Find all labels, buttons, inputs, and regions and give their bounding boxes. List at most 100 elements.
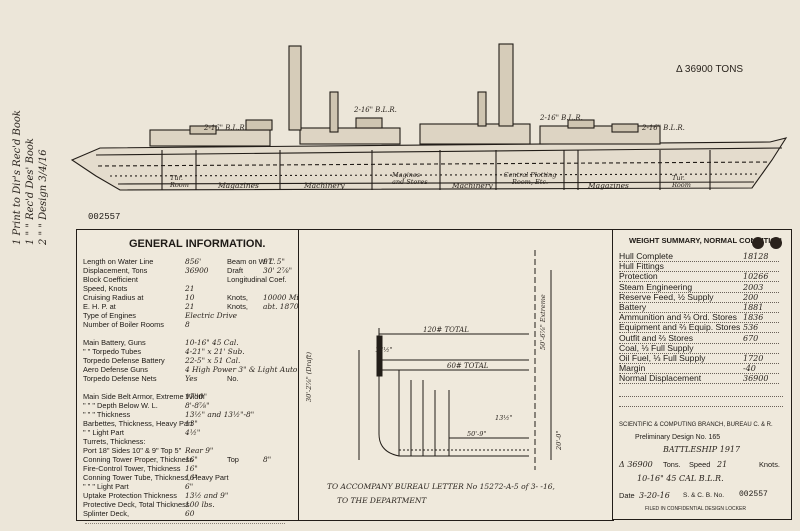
gi-label2: Beam on W. L. <box>227 257 276 266</box>
weight-summary-title: WEIGHT SUMMARY, NORMAL CONDITION <box>629 236 782 245</box>
gi-value: 16" <box>185 464 198 473</box>
title-block-tons-label: Tons. <box>663 460 681 469</box>
gi-label: Port 18" Sides 10" & 9" Top 5" <box>83 446 182 455</box>
title-block-knots-label: Knots. <box>759 460 780 469</box>
gi-label: E. H. P. at <box>83 302 116 311</box>
ws-rule <box>619 363 779 364</box>
gi-label: Torpedo Defense Nets <box>83 374 157 383</box>
dot-rule-1 <box>619 396 783 397</box>
ws-value: 1881 <box>743 303 764 312</box>
gi-value: 4-21" x 21' Sub. <box>185 347 245 356</box>
ws-rule <box>619 383 779 385</box>
gi-value: 8 <box>185 320 190 329</box>
gi-label: " " " Thickness <box>83 410 131 419</box>
gi-value: 21 <box>185 284 195 293</box>
ws-label: Outfit and ⅔ Stores <box>619 332 694 343</box>
gi-label: Fire-Control Tower, Thickness <box>83 464 181 473</box>
title-block: SCIENTIFIC & COMPUTING BRANCH, BUREAU C.… <box>612 411 792 520</box>
general-information-panel: GENERAL INFORMATION. Length on Water Lin… <box>76 229 312 524</box>
gi-label: Main Side Belt Armor, Extreme Width <box>83 392 205 401</box>
compartment-magazines-stores: Magines and Stores <box>392 171 428 186</box>
ws-label: Hull Fittings <box>619 261 664 272</box>
gi-label2: Longitudinal Coef. <box>227 275 287 284</box>
title-block-tons-value: Δ 36900 <box>619 460 653 469</box>
turret-label-1: 2-16" B.L.R. <box>204 124 247 132</box>
gi-value: Rear 9" <box>185 446 214 455</box>
section-footer-line1: TO ACCOMPANY BUREAU LETTER No 15272-A-5 … <box>327 482 555 491</box>
gi-value: 10-16" 45 Cal. <box>185 338 239 347</box>
ws-label: Battery <box>619 302 647 312</box>
title-block-scb-label: S. & C. B. No. <box>683 492 725 499</box>
gi-label: Main Battery, Guns <box>83 338 146 347</box>
ws-label: Margin <box>619 363 646 374</box>
gi-value: 16" <box>185 473 198 482</box>
compartment-magazines-aft: Magazines <box>588 181 629 190</box>
ws-value: 36900 <box>743 374 769 384</box>
gi-value: 8'-8⅞" <box>185 401 210 410</box>
title-block-date-value: 3-20-16 <box>639 491 670 500</box>
gi-label: Block Coefficient <box>83 275 138 284</box>
gi-label: Cruising Radius at <box>83 293 144 302</box>
ws-rule <box>619 281 779 283</box>
ws-rule <box>619 373 779 375</box>
title-block-filed: FILED IN CONFIDENTIAL DESIGN LOCKER <box>645 506 746 512</box>
section-label-deck-60: 60# TOTAL <box>447 362 489 370</box>
compartment-tur-room-fwd: Tur. Room <box>170 174 189 189</box>
gi-value2: 30' 2⅞" <box>263 266 293 275</box>
title-block-scb-value: 002557 <box>739 490 768 499</box>
dot-rule-2 <box>619 406 783 407</box>
ws-label: Hull Complete <box>619 251 673 261</box>
binder-hole-left <box>752 237 764 249</box>
gi-label2: Draft <box>227 266 244 275</box>
ws-rule <box>619 322 779 324</box>
gi-label: Torpedo Defense Battery <box>83 356 165 365</box>
title-block-guns: 10-16" 45 CAL B.L.R. <box>637 474 724 483</box>
gi-value: 10 <box>185 293 195 302</box>
ws-label: Reserve Feed, ½ Supply <box>619 291 714 302</box>
ws-value: 18128 <box>743 252 769 261</box>
gi-value2: 8" <box>263 455 272 464</box>
turret-label-4: 2-16" B.L.R. <box>642 124 685 132</box>
gi-dot-rule <box>85 523 285 524</box>
ws-label: Coal, ⅓ Full Supply <box>619 342 694 353</box>
compartment-machinery-aft: Machinery <box>452 181 493 190</box>
ws-value: -40 <box>743 364 756 374</box>
ws-value: 200 <box>743 292 759 302</box>
turret-label-3: 2-16" B.L.R. <box>540 114 583 122</box>
gi-label: Barbettes, Thickness, Heavy Part <box>83 419 193 428</box>
gi-value: 6" <box>185 482 194 491</box>
gi-value: 21 <box>185 302 195 311</box>
ws-rule <box>619 271 779 273</box>
section-label-draft: 30'-2⅞" (Draft) <box>305 351 313 402</box>
ws-value: 2003 <box>743 282 764 292</box>
ws-value: 10266 <box>743 272 769 282</box>
gi-value2: 10000 Miles. <box>263 293 312 302</box>
section-label-extreme: 50'-6⅞" Extreme <box>539 294 547 350</box>
title-block-speed-label: Speed <box>689 460 711 469</box>
ws-value: 1836 <box>743 313 764 323</box>
section-drawing-panel: 120# TOTAL 60# TOTAL 13½" 30'-2⅞" (Draft… <box>298 229 614 521</box>
gi-label: Uptake Protection Thickness <box>83 491 177 500</box>
ws-rule <box>619 291 779 293</box>
gi-label: " " Torpedo Tubes <box>83 347 142 356</box>
ws-label: Ammunition and ⅔ Ord. Stores <box>619 312 737 323</box>
gi-label: Protective Deck, Total Thickness <box>83 500 190 509</box>
gi-label: Speed, Knots <box>83 284 128 293</box>
ws-rule <box>619 312 779 313</box>
ship-profile-drawing <box>70 43 788 191</box>
gi-value2: abt. 18700 <box>263 302 304 311</box>
gi-label: " " " Light Part <box>83 482 129 491</box>
ws-label: Protection <box>619 271 658 282</box>
gi-label: " " Light Part <box>83 428 124 437</box>
gi-value: 22-5" x 51 Cal. <box>185 356 241 365</box>
gi-label: Aero Defense Guns <box>83 365 148 374</box>
title-block-line2: Preliminary Design No. 165 <box>635 434 721 441</box>
gi-value: Yes <box>185 374 198 383</box>
compartment-plotting-room: Central Plotting Room, Etc. <box>503 171 557 186</box>
title-block-speed-value: 21 <box>717 460 728 469</box>
gi-value: Electric Drive <box>185 311 237 320</box>
weight-summary-panel: WEIGHT SUMMARY, NORMAL CONDITION Hull Co… <box>612 229 792 413</box>
ws-value: 670 <box>743 333 759 343</box>
title-block-date-label: Date <box>619 491 635 500</box>
